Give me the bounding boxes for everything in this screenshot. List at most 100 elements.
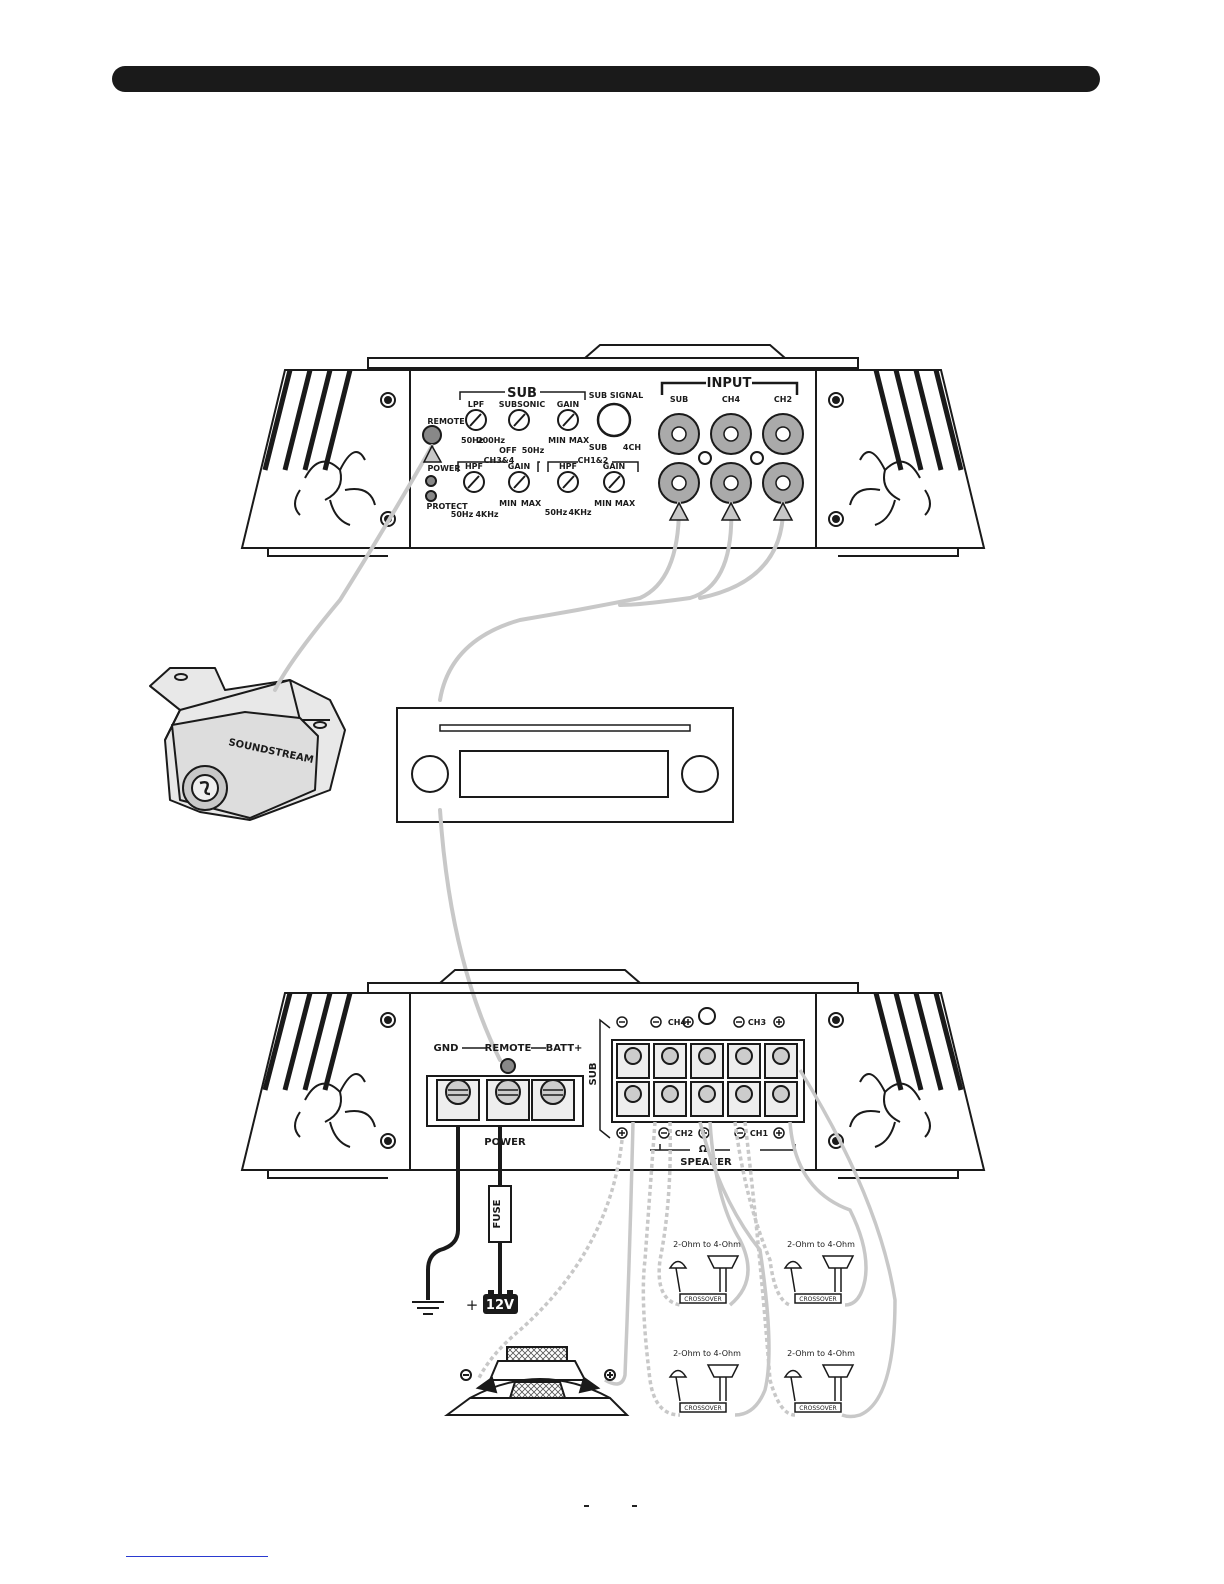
speaker-group-3-crossover: CROSSOVER xyxy=(684,1405,721,1412)
head-unit xyxy=(396,707,734,823)
sub-terminal-label: SUB xyxy=(588,1063,599,1086)
speaker-group-2-impedance: 2-Ohm to 4-Ohm xyxy=(787,1240,855,1249)
signal-wires xyxy=(273,444,786,1062)
speaker-terminal-block xyxy=(611,1039,805,1123)
ch34-hpf-max-label: 4KHz xyxy=(475,510,498,519)
speaker-wires xyxy=(476,1069,897,1419)
sub-gain-max-label: MAX xyxy=(569,436,590,445)
head-unit-display xyxy=(459,750,669,798)
top-amplifier xyxy=(240,344,986,557)
right-spider-logo xyxy=(849,451,931,526)
ch2-terminal-label: CH2 xyxy=(675,1129,693,1138)
power-terminal-block xyxy=(426,1075,584,1127)
ch12-hpf-label: HPF xyxy=(559,462,577,471)
sub-signal-label: SUB SIGNAL xyxy=(589,391,643,400)
input-sub-label: SUB xyxy=(670,395,688,404)
remote-label: REMOTE xyxy=(427,417,464,426)
sub-gain-min-label: MIN xyxy=(548,436,566,445)
sub-signal-knob[interactable] xyxy=(596,402,632,438)
speaker-terminal-label: SPEAKER xyxy=(680,1157,732,1168)
remote-terminal-label: REMOTE xyxy=(485,1043,532,1054)
speaker-group-1-impedance: 2-Ohm to 4-Ohm xyxy=(673,1240,741,1249)
input-arrows xyxy=(422,444,794,521)
ch34-gain-max-label: MAX xyxy=(521,499,542,508)
bottom-amp-labels: GND REMOTE BATT+ POWER SUB CH4 CH3 CH2 C… xyxy=(434,1018,769,1168)
sub-gain-label: GAIN xyxy=(557,400,579,409)
subsonic-max-label: 50Hz xyxy=(522,446,545,455)
ground-symbol xyxy=(412,1301,444,1315)
subwoofer xyxy=(443,1346,630,1416)
subsonic-knob[interactable] xyxy=(508,409,530,431)
remote-jack[interactable] xyxy=(422,425,442,445)
power-led xyxy=(425,475,437,487)
left-spider-logo xyxy=(294,451,376,526)
ch34-gain-min-label: MIN xyxy=(499,499,517,508)
ch12-hpf-knob[interactable] xyxy=(557,471,579,493)
input-ch2-label: CH2 xyxy=(774,395,792,404)
ch12-gain-knob[interactable] xyxy=(603,471,625,493)
batt-screw[interactable] xyxy=(540,1079,566,1105)
ch1-terminal-label: CH1 xyxy=(750,1129,769,1138)
fuse xyxy=(488,1185,512,1243)
footer-link-underline[interactable] xyxy=(126,1556,268,1557)
input-group-label: INPUT xyxy=(707,376,752,391)
bottom-amplifier xyxy=(240,969,986,1179)
ch3-terminal-label: CH3 xyxy=(748,1018,766,1027)
speaker-group-3: 2-Ohm to 4-Ohm CROSSOVER xyxy=(668,1349,741,1413)
ch12-hpf-max-label: 4KHz xyxy=(568,508,591,517)
battery-plus-sign: + xyxy=(466,1296,479,1314)
speaker-group-1: 2-Ohm to 4-Ohm CROSSOVER xyxy=(668,1240,741,1304)
head-unit-left-knob[interactable] xyxy=(411,755,449,793)
sub-signal-sub-label: SUB xyxy=(589,443,607,452)
speaker-group-4-impedance: 2-Ohm to 4-Ohm xyxy=(787,1349,855,1358)
lpf-min-label: 50Hz xyxy=(461,436,484,445)
power-terminal-label: POWER xyxy=(484,1137,526,1148)
speaker-group-4: 2-Ohm to 4-Ohm CROSSOVER xyxy=(783,1349,855,1413)
power-label: POWER xyxy=(427,464,460,473)
ch34-hpf-knob[interactable] xyxy=(463,471,485,493)
battery-voltage-label: 12V xyxy=(486,1298,514,1313)
batt-label: BATT+ xyxy=(546,1043,583,1054)
subsonic-label: SUBSONIC xyxy=(499,400,546,409)
sub-gain-knob[interactable] xyxy=(557,409,579,431)
protect-led xyxy=(425,490,437,502)
ch34-gain-knob[interactable] xyxy=(508,471,530,493)
lpf-label: LPF xyxy=(468,400,484,409)
power-wires xyxy=(426,1126,502,1300)
ch34-hpf-min-label: 50Hz xyxy=(451,510,474,519)
remote-bass-knob: SOUNDSTREAM xyxy=(149,667,346,821)
remote-input-post[interactable] xyxy=(500,1058,516,1074)
speaker-group-2-crossover: CROSSOVER xyxy=(799,1296,836,1303)
ohm-symbol: Ω xyxy=(699,1144,708,1155)
lpf-max-label: 200Hz xyxy=(477,436,505,445)
top-amp-labels: SUB LPF SUBSONIC GAIN SUB SIGNAL 50Hz 20… xyxy=(426,376,792,519)
section-header-bar xyxy=(112,66,1100,92)
input-ch4-label: CH4 xyxy=(722,395,741,404)
cd-slot xyxy=(439,724,691,732)
ch12-gain-min-label: MIN xyxy=(594,499,612,508)
speaker-group-1-crossover: CROSSOVER xyxy=(684,1296,721,1303)
ch4-terminal-label: CH4 xyxy=(668,1018,687,1027)
fuse-label: FUSE xyxy=(492,1199,503,1228)
ch12-gain-max-label: MAX xyxy=(615,499,636,508)
ch12-gain-label: GAIN xyxy=(603,462,625,471)
head-unit-right-knob[interactable] xyxy=(681,755,719,793)
sub-group-label: SUB xyxy=(507,386,537,401)
subsonic-off-label: OFF xyxy=(499,446,517,455)
speaker-group-2: 2-Ohm to 4-Ohm CROSSOVER xyxy=(783,1240,855,1304)
ch12-group-label: CH1&2 xyxy=(578,456,609,465)
protect-label: PROTECT xyxy=(426,502,468,511)
speaker-group-3-impedance: 2-Ohm to 4-Ohm xyxy=(673,1349,741,1358)
remote-screw[interactable] xyxy=(495,1079,521,1105)
gnd-label: GND xyxy=(434,1043,459,1054)
ch34-gain-label: GAIN xyxy=(508,462,530,471)
lpf-knob[interactable] xyxy=(465,409,487,431)
ch12-hpf-min-label: 50Hz xyxy=(545,508,568,517)
footer-dash-right xyxy=(632,1505,637,1507)
ch34-group-label: CH3&4 xyxy=(484,456,515,465)
gnd-screw[interactable] xyxy=(445,1079,471,1105)
speaker-group-4-crossover: CROSSOVER xyxy=(799,1405,836,1412)
battery-12v: 12V + xyxy=(466,1290,518,1314)
footer-dash-left xyxy=(584,1505,589,1507)
